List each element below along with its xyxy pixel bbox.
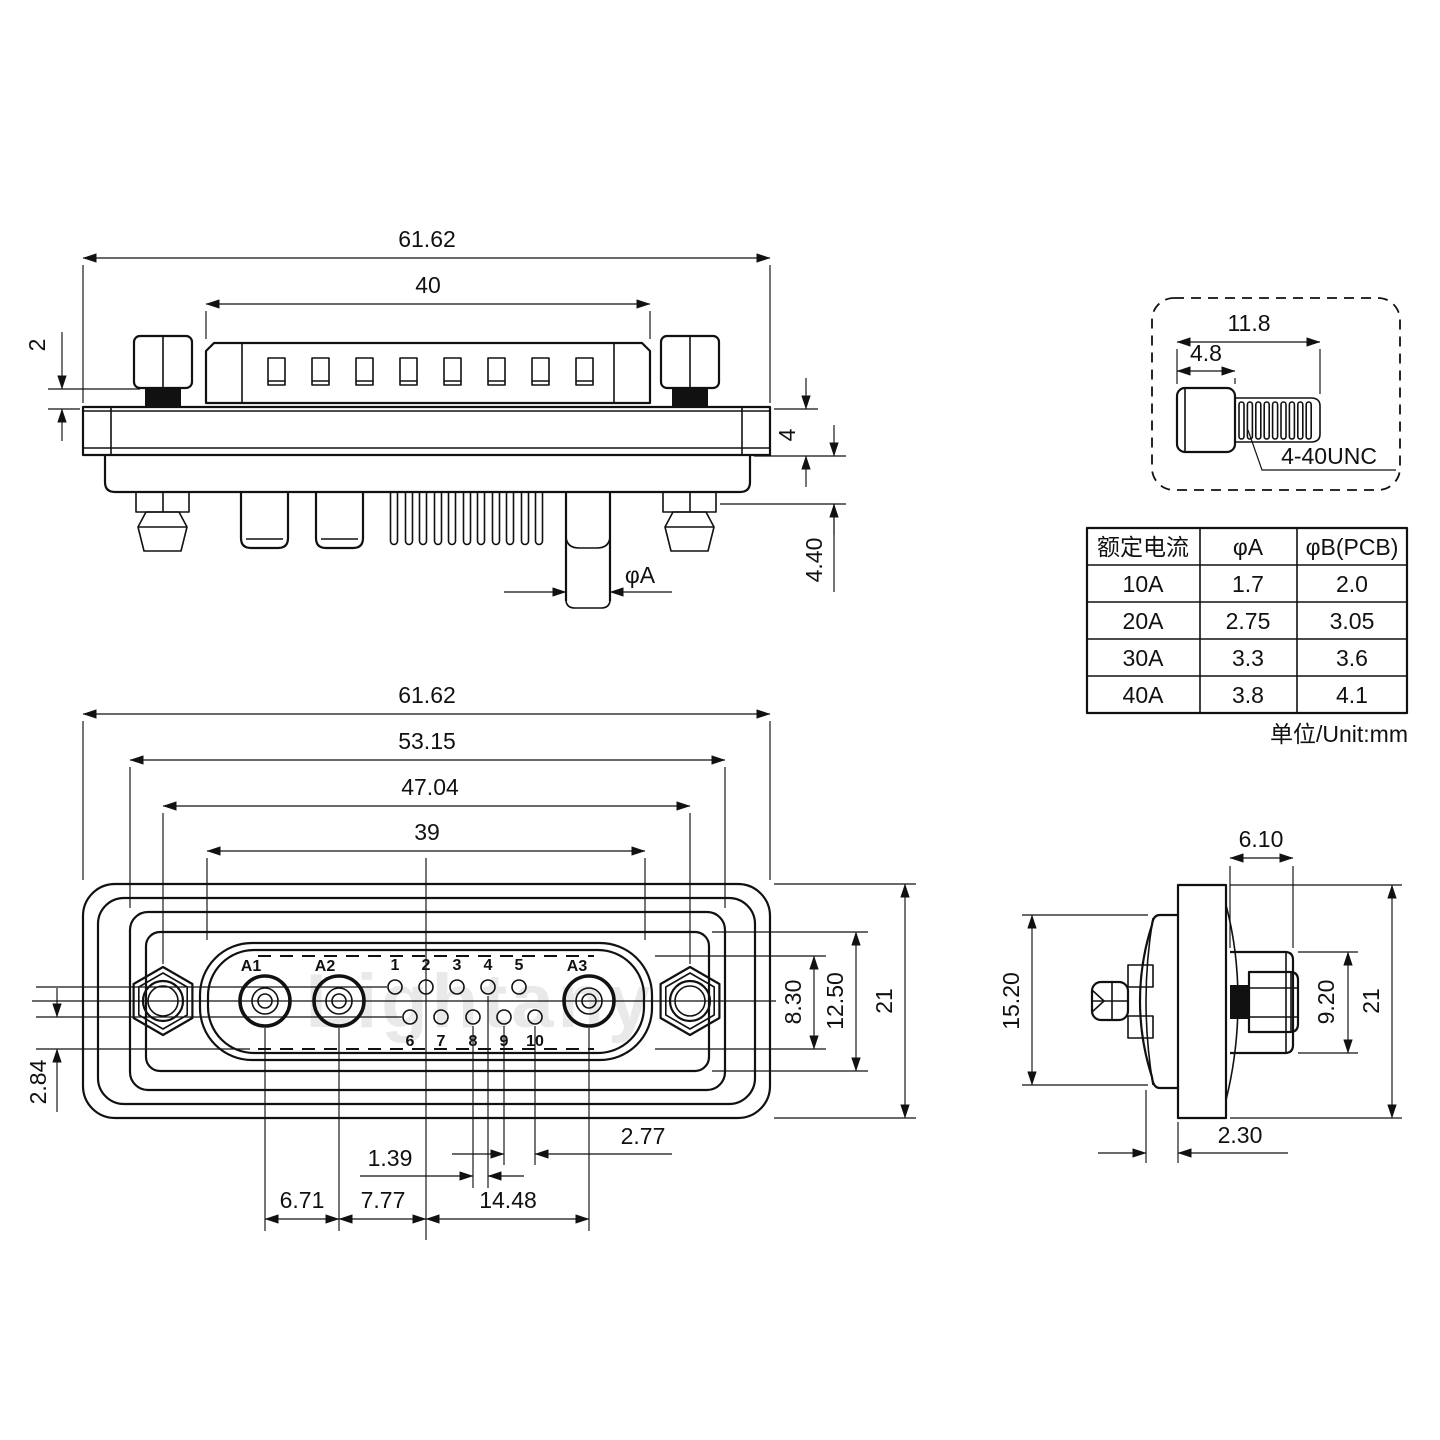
- dim-front-screws: 47.04: [401, 774, 459, 800]
- table-cell: 20A: [1123, 608, 1165, 634]
- pin-label-a1: A1: [241, 958, 262, 975]
- front-view-left-dimension: 2.84: [25, 988, 62, 1112]
- dim-side-height: 21: [1358, 988, 1384, 1014]
- dim-front-shell-h: 8.30: [780, 980, 806, 1025]
- table-cell: 3.3: [1232, 645, 1264, 671]
- dim-screw-head: 4.8: [1190, 340, 1222, 366]
- dim-side-shroud-h: 15.20: [998, 972, 1024, 1030]
- dim-front-pitch: 2.77: [621, 1123, 666, 1149]
- dim-front-stagger: 1.39: [368, 1145, 413, 1171]
- side-view-screw: [1230, 970, 1300, 1034]
- dim-front-a2-center: 7.77: [361, 1187, 406, 1213]
- table-header-current: 额定电流: [1097, 534, 1189, 560]
- dim-front-insert-h: 12.50: [822, 972, 848, 1030]
- top-view-power-pin: [564, 492, 612, 609]
- side-view-body: [1127, 883, 1295, 1120]
- top-view-slots: [267, 357, 594, 386]
- top-view-flange: [81, 405, 772, 457]
- table-cell: 2.0: [1336, 571, 1368, 597]
- dim-top-cap: 40: [415, 272, 441, 298]
- spec-table: 额定电流 φA φB(PCB) 10A 1.7 2.0 20A 2.75 3.0…: [1085, 526, 1409, 747]
- front-view-top-dimensions: 61.62 53.15 47.04 39: [82, 682, 771, 964]
- pin-label-a3: A3: [567, 958, 588, 975]
- front-view-bottom-dimensions: 2.77 1.39 6.71 7.77 14.48: [264, 996, 672, 1231]
- pin-label-2: 2: [422, 957, 431, 974]
- dim-top-pin-dia: φA: [625, 562, 656, 588]
- side-view: 6.10 15.20 9.20 21 2.30: [998, 826, 1402, 1163]
- pin-label-4: 4: [484, 957, 493, 974]
- top-view: 61.62 40 2 4 4.40: [24, 226, 846, 609]
- dim-front-row-offset: 2.84: [25, 1059, 51, 1104]
- top-view-dimensions: 61.62 40 2 4 4.40: [24, 226, 846, 597]
- pin-label-a2: A2: [315, 958, 336, 975]
- top-view-lower-body: [103, 455, 752, 552]
- pin-label-5: 5: [515, 957, 524, 974]
- dim-front-height: 21: [871, 988, 897, 1014]
- pin-label-3: 3: [453, 957, 462, 974]
- dim-front-a1-a2: 6.71: [280, 1187, 325, 1213]
- pin-label-7: 7: [437, 1033, 446, 1050]
- dim-front-opening: 39: [414, 819, 440, 845]
- front-view-right-dimensions: 8.30 12.50 21: [655, 883, 916, 1119]
- table-cell: 2.75: [1226, 608, 1271, 634]
- table-cell: 1.7: [1232, 571, 1264, 597]
- front-view: A1 A2 A3 1 2 3 4 5 6 7 8 9 10: [25, 682, 916, 1240]
- pin-label-1: 1: [391, 957, 400, 974]
- screw-thread-spec: 4-40UNC: [1281, 443, 1377, 469]
- dim-front-overall: 61.62: [398, 682, 456, 708]
- screw-detail: 11.8 4.8 4-40UNC: [1151, 297, 1401, 491]
- screw-detail-dimensions: 11.8 4.8 4-40UNC: [1176, 310, 1396, 471]
- top-view-thumbscrew-left: [132, 334, 194, 408]
- top-view-cap: [204, 341, 652, 405]
- table-cell: 4.1: [1336, 682, 1368, 708]
- side-view-contact-pin: [1090, 980, 1130, 1022]
- top-view-thumbscrew-right: [659, 334, 721, 408]
- dim-top-overall: 61.62: [398, 226, 456, 252]
- table-cell: 30A: [1123, 645, 1165, 671]
- dim-top-flange: 4: [774, 428, 800, 441]
- dim-screw-total: 11.8: [1227, 310, 1270, 336]
- table-cell: 3.6: [1336, 645, 1368, 671]
- dim-side-rear-opening: 9.20: [1313, 980, 1339, 1025]
- table-cell: 3.05: [1330, 608, 1375, 634]
- pin-label-6: 6: [406, 1033, 415, 1050]
- dim-front-step: 53.15: [398, 728, 456, 754]
- table-cell: 3.8: [1232, 682, 1264, 708]
- side-view-dimensions: 6.10 15.20 9.20 21 2.30: [998, 826, 1402, 1163]
- dim-side-face-offset: 2.30: [1218, 1122, 1263, 1148]
- table-header-dia-a: φA: [1233, 534, 1264, 560]
- table-cell: 10A: [1123, 571, 1165, 597]
- dim-top-gasket: 2: [24, 339, 50, 352]
- dim-front-center-a3: 14.48: [479, 1187, 537, 1213]
- front-view-power-contacts: A1 A2 A3: [238, 958, 616, 1028]
- dim-top-standoff: 4.40: [801, 538, 827, 583]
- table-header-dia-b: φB(PCB): [1306, 534, 1399, 560]
- table-unit-note: 单位/Unit:mm: [1270, 721, 1408, 747]
- dim-side-rear-depth: 6.10: [1239, 826, 1284, 852]
- table-cell: 40A: [1123, 682, 1165, 708]
- screw-detail-drawing: [1175, 386, 1321, 454]
- top-view-signal-pins: [389, 492, 544, 546]
